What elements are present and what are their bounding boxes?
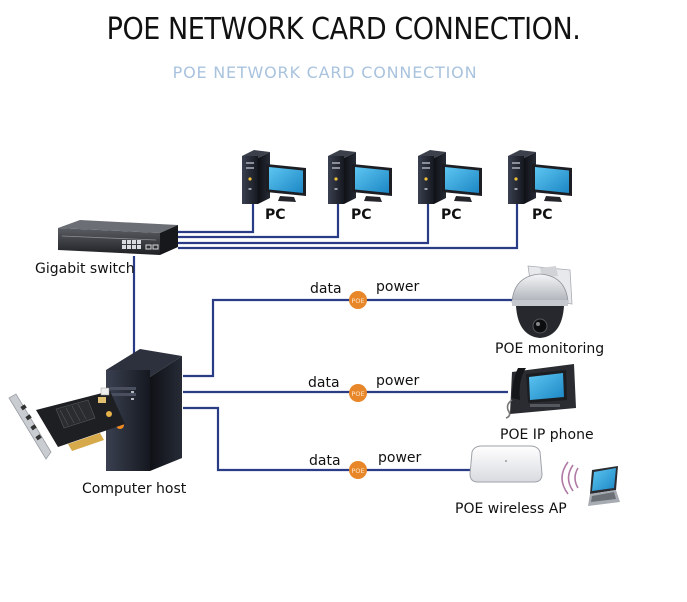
power-label: power: [378, 450, 422, 466]
ip-phone-icon: [505, 364, 576, 419]
link-switch-pc-2: [178, 198, 340, 239]
desktop-pc-icon: [328, 150, 392, 204]
pc-node-1[interactable]: PC: [242, 150, 306, 223]
link-host-camera: [183, 298, 512, 378]
page-subtitle: POE NETWORK CARD CONNECTION: [172, 63, 478, 82]
poe-badge-text: POE: [351, 390, 364, 398]
network-switch-icon: [58, 220, 178, 255]
computer-tower-icon: [106, 349, 182, 471]
desktop-pc-icon: [418, 150, 482, 204]
host-node[interactable]: Computer host: [8, 349, 187, 497]
data-label: data: [309, 453, 341, 469]
wifi-signal-icon: [561, 461, 579, 495]
data-label: data: [310, 281, 342, 297]
power-label: power: [376, 373, 420, 389]
switch-label: Gigabit switch: [35, 261, 135, 277]
power-label: power: [376, 279, 420, 295]
wireless-access-point-icon: [469, 445, 543, 483]
pc-label: PC: [532, 207, 553, 223]
data-label: data: [308, 375, 340, 391]
ptz-dome-camera-icon: [511, 265, 573, 338]
poe-link-2: data POE power: [308, 373, 420, 402]
pc-node-2[interactable]: PC: [328, 150, 392, 223]
pc-label: PC: [351, 207, 372, 223]
pc-node-3[interactable]: PC: [418, 150, 482, 223]
desktop-pc-icon: [242, 150, 306, 204]
ap-node[interactable]: POE wireless AP: [455, 445, 567, 517]
laptop-icon: [588, 466, 620, 506]
camera-label: POE monitoring: [495, 341, 604, 357]
pc-node-4[interactable]: PC: [508, 150, 572, 223]
ap-label: POE wireless AP: [455, 501, 567, 517]
desktop-pc-icon: [508, 150, 572, 204]
phone-label: POE IP phone: [500, 427, 594, 443]
poe-badge-icon: [349, 461, 367, 479]
link-host-ap: [183, 406, 470, 472]
phone-node[interactable]: POE IP phone: [500, 364, 594, 443]
pc-label: PC: [265, 207, 286, 223]
poe-badge-icon: [349, 384, 367, 402]
poe-link-1: data POE power: [310, 279, 420, 309]
poe-badge-text: POE: [351, 297, 364, 305]
link-switch-pc-4: [178, 198, 519, 250]
pc-label: PC: [441, 207, 462, 223]
host-label: Computer host: [82, 481, 187, 497]
poe-badge-text: POE: [351, 467, 364, 475]
link-switch-pc-3: [178, 198, 430, 245]
laptop-node[interactable]: [588, 466, 620, 506]
link-switch-pc-1: [178, 198, 255, 234]
camera-node[interactable]: POE monitoring: [495, 265, 604, 357]
poe-network-card-icon: [8, 387, 125, 460]
poe-badge-icon: [349, 291, 367, 309]
switch-node[interactable]: Gigabit switch: [35, 220, 178, 277]
connection-lines: [132, 198, 519, 472]
poe-link-3: data POE power: [309, 450, 422, 479]
page-title: POE NETWORK CARD CONNECTION.: [106, 12, 581, 47]
